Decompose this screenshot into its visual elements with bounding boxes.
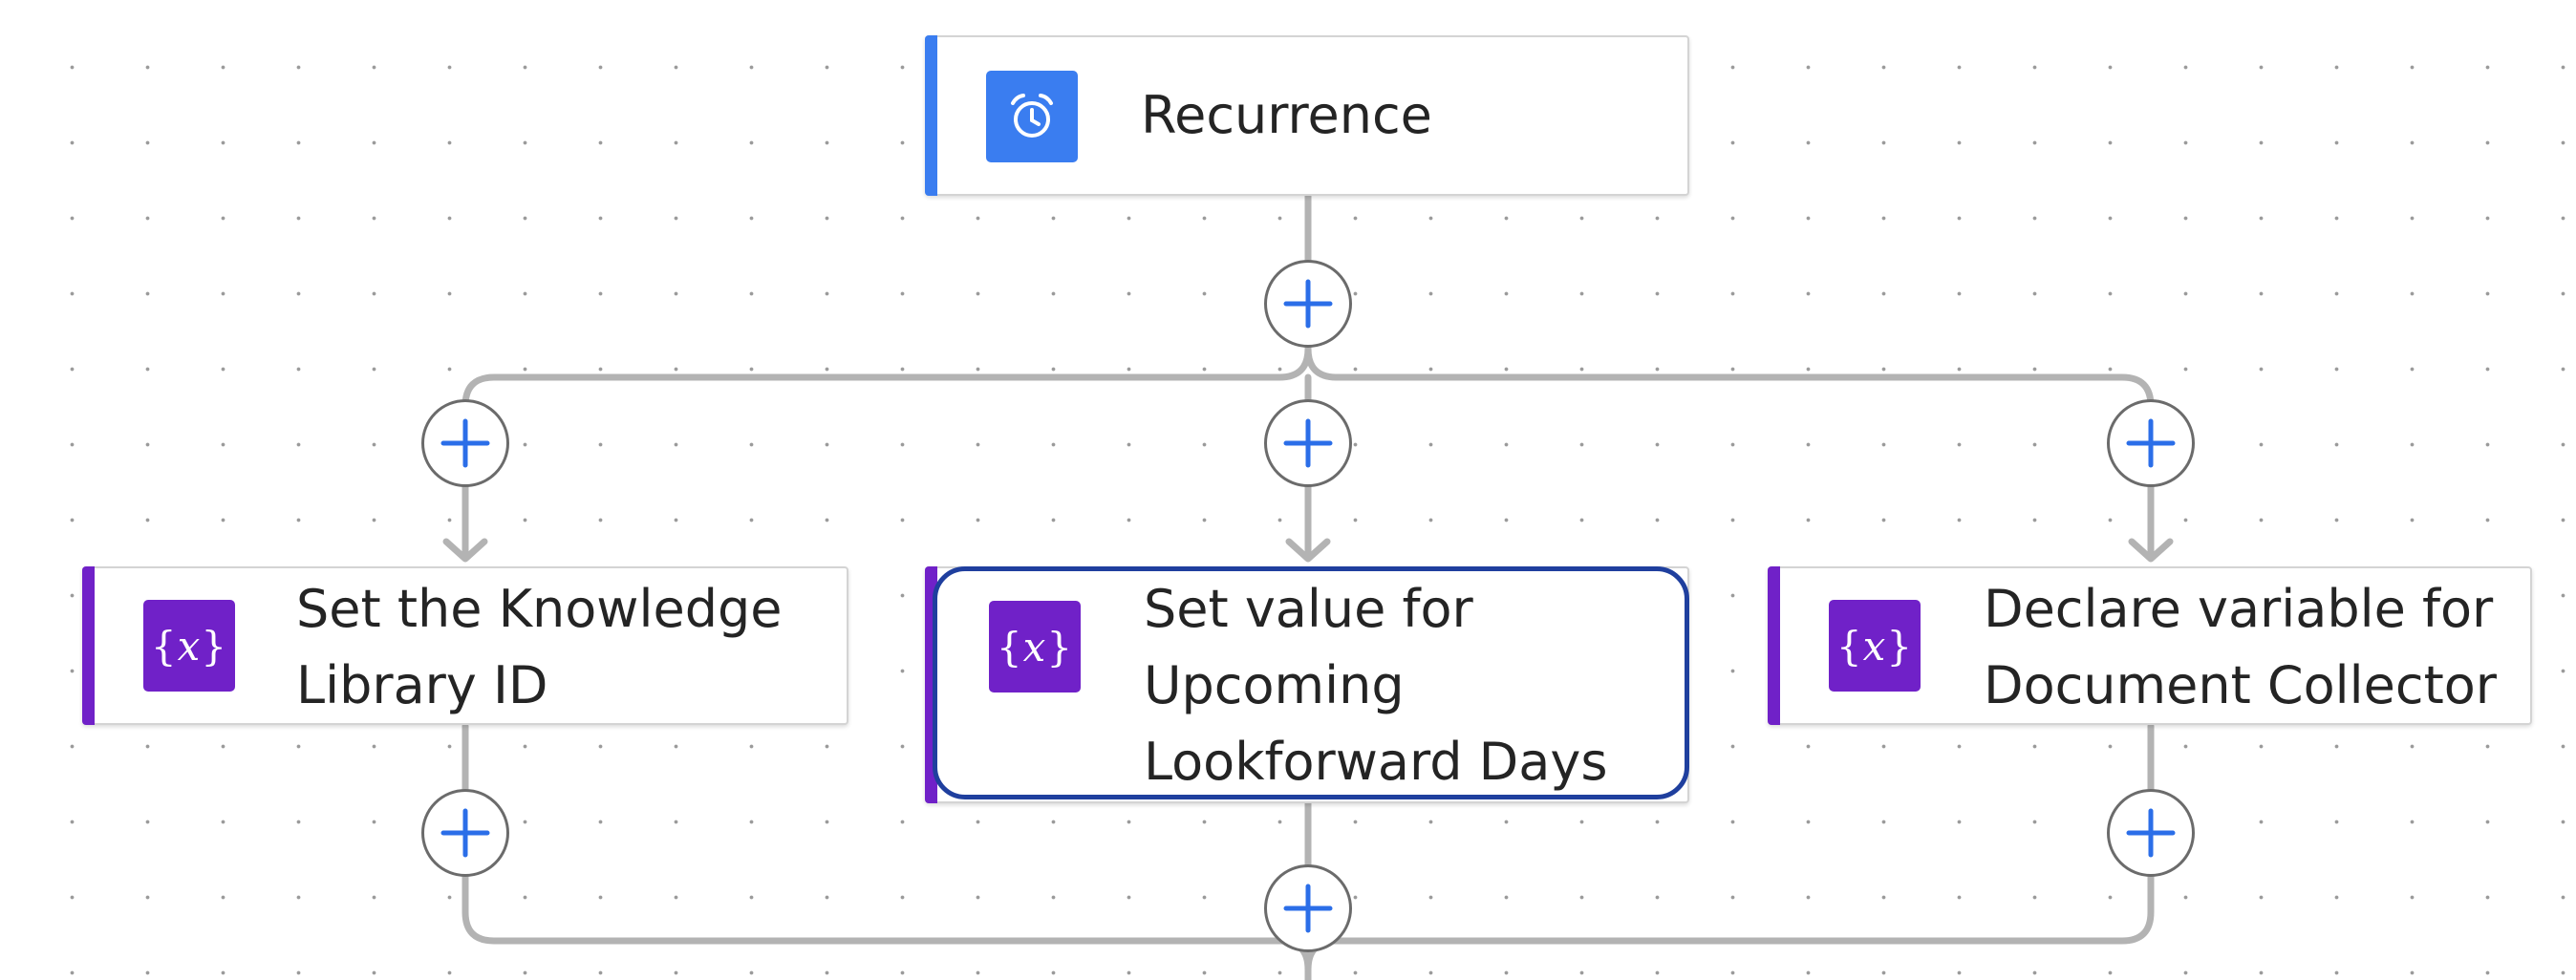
arrow-left (442, 538, 488, 563)
add-step-left-branch-button[interactable] (421, 399, 509, 487)
plus-icon (1283, 279, 1333, 329)
action-title-line: Declare variable for (1984, 579, 2494, 639)
action-title-line: Upcoming (1144, 655, 1405, 715)
action-card-set-upcoming-lookforward-days[interactable]: {x} Set value for Upcoming Lookforward D… (933, 566, 1689, 799)
arrow-center (1285, 538, 1331, 563)
trigger-title: Recurrence (1141, 85, 1432, 145)
trigger-accent (925, 35, 937, 196)
plus-icon (440, 808, 490, 858)
action-title: Set value for Upcoming Lookforward Days (1144, 571, 1607, 800)
action-title-line: Document Collector (1984, 655, 2497, 715)
add-step-right-branch-button[interactable] (2107, 399, 2195, 487)
connector-join-right (1304, 722, 2155, 973)
connector-branch-left (462, 345, 1312, 558)
plus-icon (1283, 418, 1333, 468)
plus-icon (1283, 884, 1333, 933)
arrow-right (2128, 538, 2174, 563)
action-title: Set the Knowledge Library ID (296, 571, 782, 724)
action-card-set-knowledge-library-id[interactable]: {x} Set the Knowledge Library ID (82, 566, 848, 725)
add-step-after-trigger-button[interactable] (1264, 260, 1352, 348)
add-step-after-right-action-button[interactable] (2107, 789, 2195, 877)
variable-icon: {x} (143, 600, 235, 692)
action-title-line: Set the Knowledge (296, 579, 783, 639)
variable-icon: {x} (989, 601, 1081, 692)
add-step-after-center-action-button[interactable] (1264, 864, 1352, 952)
add-step-after-left-action-button[interactable] (421, 789, 509, 877)
alarm-clock-icon (986, 71, 1078, 162)
plus-icon (2126, 808, 2176, 858)
connector-branch-right (1304, 345, 2155, 558)
plus-icon (2126, 418, 2176, 468)
action-title-line: Set value for (1144, 579, 1473, 639)
action-title-line: Lookforward Days (1144, 732, 1608, 792)
action-accent (82, 566, 95, 725)
action-title-line: Library ID (296, 655, 548, 715)
variable-icon: {x} (1829, 600, 1921, 692)
plus-icon (440, 418, 490, 468)
add-step-center-branch-button[interactable] (1264, 399, 1352, 487)
trigger-card-recurrence[interactable]: Recurrence (925, 35, 1689, 196)
action-card-declare-document-collector[interactable]: {x} Declare variable for Document Collec… (1768, 566, 2532, 725)
action-title: Declare variable for Document Collector (1984, 571, 2497, 724)
action-accent (1768, 566, 1780, 725)
